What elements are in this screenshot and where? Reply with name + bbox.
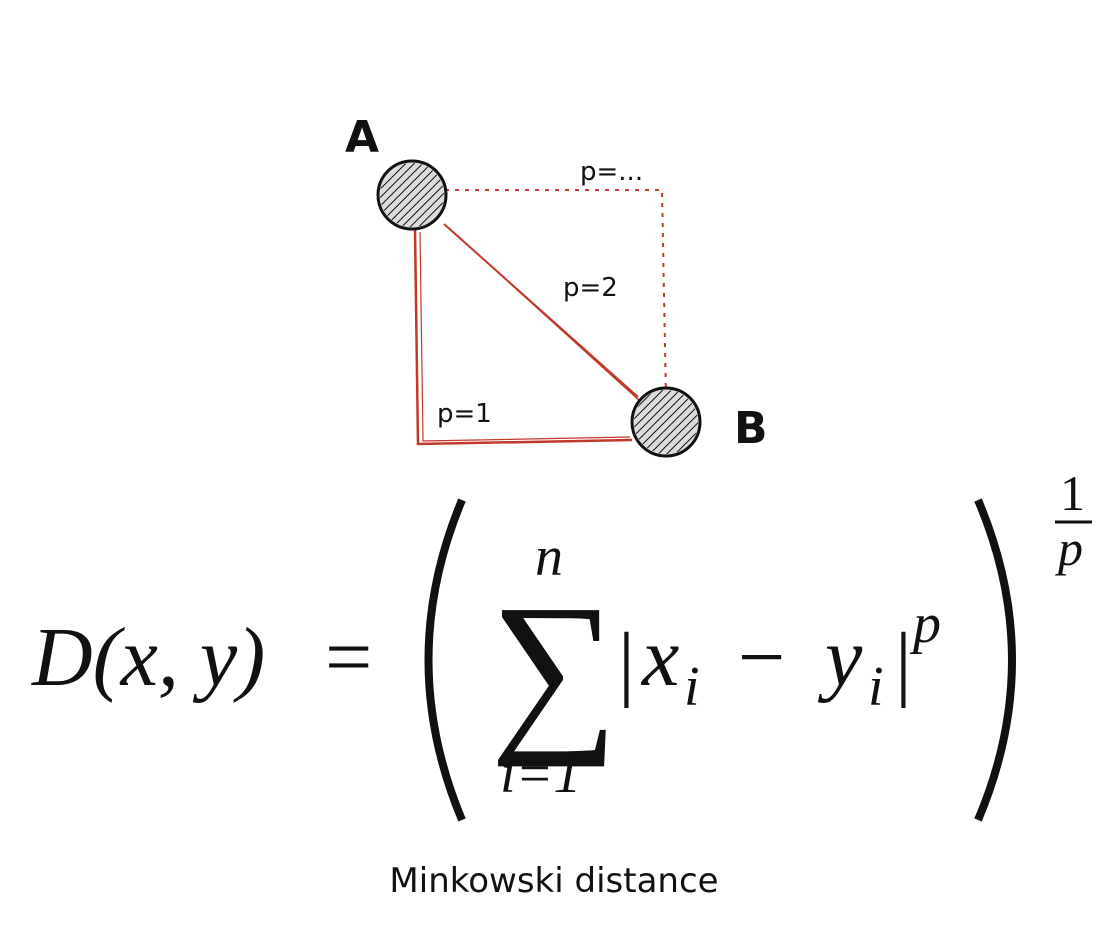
point-a-label: A — [345, 112, 379, 163]
formula-sum-lower: i=1 — [500, 743, 581, 805]
formula-exp-numerator: 1 — [1060, 465, 1085, 521]
formula-y-sub: i — [868, 656, 884, 718]
path-p2-label: p=2 — [563, 273, 618, 303]
formula-abs-power: p — [909, 593, 941, 655]
path-p1-line-stroke — [419, 231, 631, 442]
formula-minus: − — [738, 611, 785, 704]
formula-open-paren — [424, 498, 466, 822]
caption: Minkowski distance — [389, 861, 718, 901]
path-p1-label: p=1 — [437, 399, 492, 429]
formula-exp-denominator: p — [1055, 520, 1083, 576]
path-p1-line — [413, 229, 633, 446]
formula-lhs: D(x, y) — [31, 611, 265, 704]
path-p2-line-stroke — [448, 227, 641, 402]
formula-equals: = — [325, 611, 372, 704]
formula-close-paren — [974, 498, 1016, 822]
point-b — [630, 386, 702, 458]
point-b-label: B — [734, 403, 768, 454]
formula-abs-close: | — [895, 616, 912, 709]
path-p-inf-line — [445, 189, 667, 399]
path-p-inf-label: p=... — [580, 157, 643, 187]
formula-sum-upper: n — [535, 526, 563, 588]
formula-x-var: x — [640, 611, 679, 704]
point-a — [376, 159, 448, 231]
minkowski-formula: D(x, y) = n ∑ i=1 | x i − y i | p 1 p — [31, 465, 1092, 822]
path-lines — [413, 189, 667, 446]
formula-x-sub: i — [684, 656, 700, 718]
formula-sigma: ∑ — [490, 568, 618, 767]
formula-y-var: y — [817, 611, 863, 704]
formula-abs-open: | — [618, 616, 635, 709]
